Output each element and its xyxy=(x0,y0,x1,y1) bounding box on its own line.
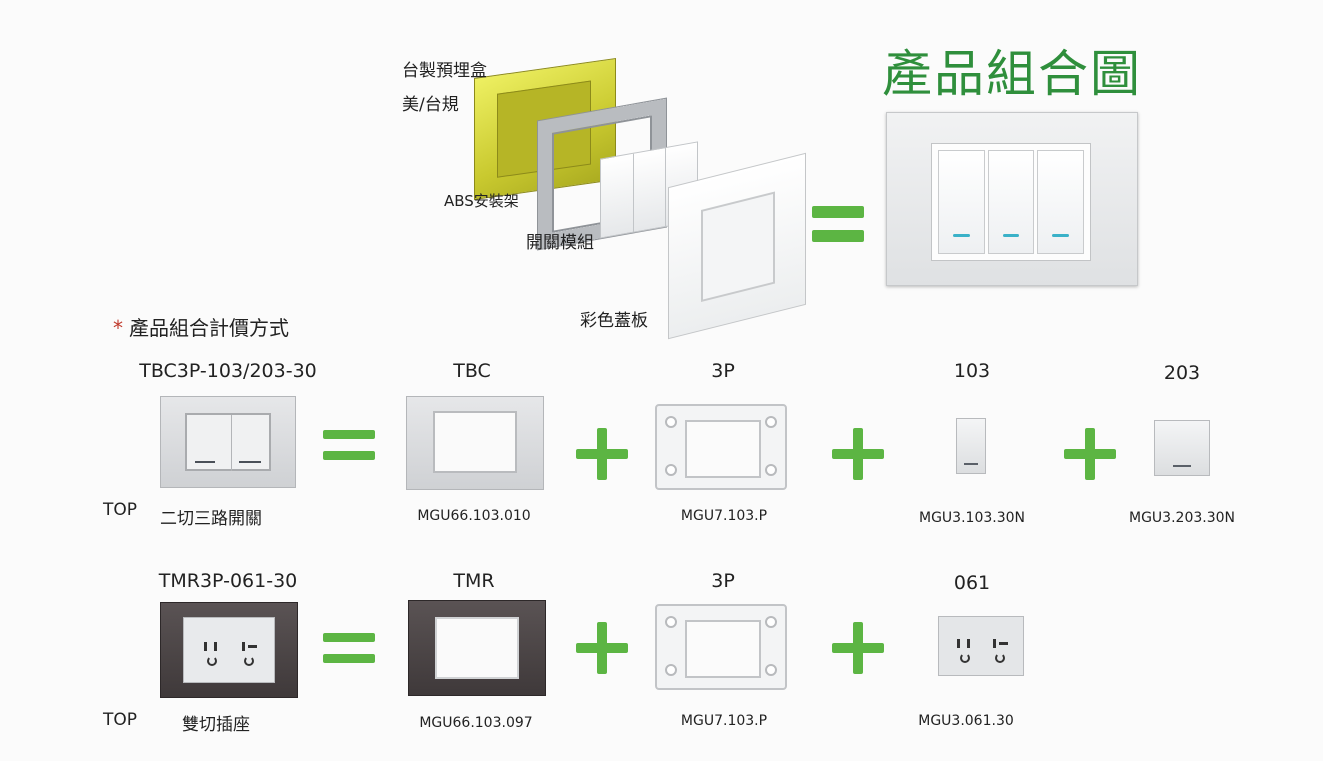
row1-code-3p: 3P xyxy=(711,360,735,382)
row1-part-103: MGU3.103.30N xyxy=(919,510,1025,526)
row1-product-code: TBC3P-103/203-30 xyxy=(139,360,317,382)
row2-part-061: MGU3.061.30 xyxy=(918,713,1014,729)
pricing-title-text: 產品組合計價方式 xyxy=(129,316,289,340)
row1-switch-103-image xyxy=(956,418,986,474)
row1-part-tbc: MGU66.103.010 xyxy=(417,508,531,524)
row2-part-tmr: MGU66.103.097 xyxy=(419,715,533,731)
row1-code-203: 203 xyxy=(1163,362,1201,384)
row2-code-061: 061 xyxy=(953,572,991,594)
row2-tmr-plate-image xyxy=(408,600,546,696)
row2-equals xyxy=(323,633,375,663)
label-cover-plate: 彩色蓋板 xyxy=(580,311,648,331)
row1-code-103: 103 xyxy=(953,360,991,382)
row2-plus-1 xyxy=(576,622,628,674)
row1-code-tbc: TBC xyxy=(453,360,491,382)
label-embedded-box: 台製預埋盒 xyxy=(402,61,487,81)
row1-tbc-plate-image xyxy=(406,396,544,490)
row1-part-203: MGU3.203.30N xyxy=(1129,510,1235,526)
row1-part-3p: MGU7.103.P xyxy=(680,508,768,524)
row2-code-3p: 3P xyxy=(711,570,735,592)
row1-description: 二切三路開關 xyxy=(160,509,262,529)
row2-code-tmr: TMR xyxy=(453,570,495,592)
row2-bracket-image xyxy=(655,604,787,690)
row1-brand: TOP xyxy=(103,500,138,520)
row2-plus-2 xyxy=(832,622,884,674)
row1-plus-2 xyxy=(832,428,884,480)
row2-product-image xyxy=(160,602,298,698)
row1-switch-203-image xyxy=(1154,420,1210,476)
row1-plus-1 xyxy=(576,428,628,480)
row2-brand: TOP xyxy=(103,710,138,730)
row2-part-3p: MGU7.103.P xyxy=(680,713,768,729)
label-box-spec: 美/台規 xyxy=(402,95,459,115)
row1-product-image xyxy=(160,396,296,488)
row2-outlet-061-image xyxy=(938,616,1024,676)
assembled-switch-image xyxy=(886,112,1138,286)
label-switch-module: 開關模組 xyxy=(526,233,594,253)
label-abs-frame: ABS安裝架 xyxy=(444,192,519,210)
row1-equals xyxy=(323,430,375,460)
row1-bracket-image xyxy=(655,404,787,490)
row2-description: 雙切插座 xyxy=(182,715,250,735)
assembly-equals-bottom xyxy=(812,230,864,242)
pricing-title: *產品組合計價方式 xyxy=(113,312,289,341)
star-mark: * xyxy=(113,316,123,340)
row1-plus-3 xyxy=(1064,428,1116,480)
assembly-equals-top xyxy=(812,206,864,218)
assembly-title: 產品組合圖 xyxy=(882,45,1142,103)
row2-product-code: TMR3P-061-30 xyxy=(158,570,298,592)
